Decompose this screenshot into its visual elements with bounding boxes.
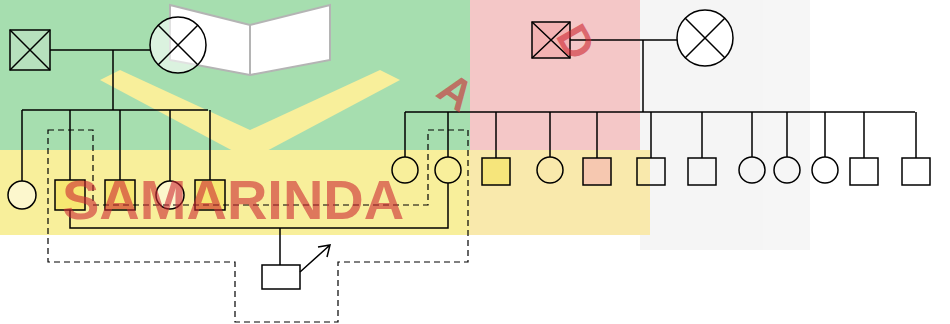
watermark-text: SAMARINDA [62,172,404,228]
family-lines [8,10,930,289]
household-boundary [48,130,468,322]
